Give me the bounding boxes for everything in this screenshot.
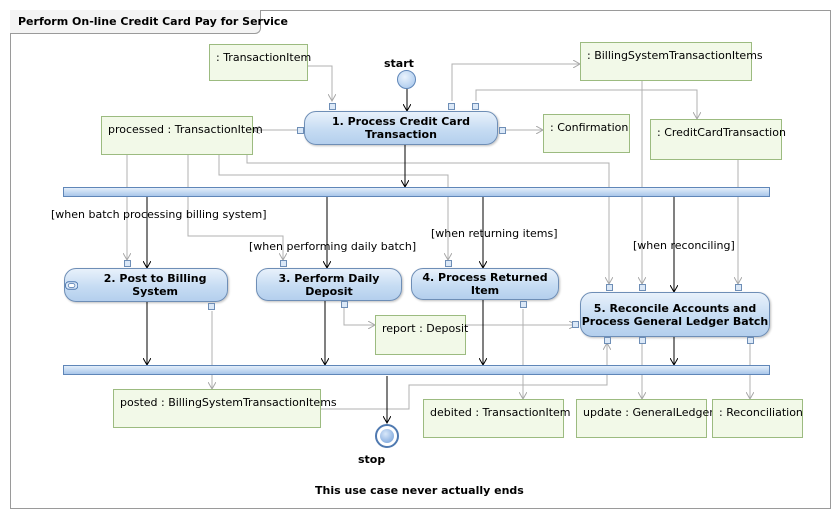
action-label: 1. Process Credit Card Transaction	[331, 115, 471, 141]
output-pin[interactable]	[747, 337, 754, 344]
action-perform-daily-deposit[interactable]: 3. Perform Daily Deposit	[256, 268, 402, 301]
object-label: : TransactionItem	[216, 51, 312, 64]
input-pin[interactable]	[606, 284, 613, 291]
object-flow	[218, 155, 448, 260]
subactivity-icon	[65, 280, 79, 290]
output-pin[interactable]	[520, 301, 527, 308]
input-pin[interactable]	[604, 337, 611, 344]
object-credit-card-transaction[interactable]: : CreditCardTransaction	[650, 119, 786, 160]
diagram-title: Perform On-line Credit Card Pay for Serv…	[18, 15, 288, 28]
guard-reconciling: [when reconciling]	[633, 239, 735, 252]
output-pin[interactable]	[639, 337, 646, 344]
stop-label: stop	[358, 453, 386, 466]
object-label: : BillingSystemTransactionItems	[587, 49, 763, 62]
join-bar[interactable]	[63, 365, 770, 375]
output-pin[interactable]	[499, 127, 506, 134]
object-confirmation[interactable]: : Confirmation	[543, 114, 630, 153]
action-label-line-1: 5. Reconcile Accounts and	[593, 301, 757, 315]
fork-bar[interactable]	[63, 187, 770, 197]
diagram-title-tab[interactable]: Perform On-line Credit Card Pay for Serv…	[10, 10, 288, 34]
object-label: debited : TransactionItem	[430, 406, 571, 419]
input-pin[interactable]	[280, 260, 287, 267]
output-pin[interactable]	[341, 301, 348, 308]
object-flow	[307, 65, 332, 101]
input-pin[interactable]	[639, 284, 646, 291]
final-node-core	[380, 429, 394, 443]
action-label: 4. Process Returned Item	[422, 271, 548, 297]
action-process-returned-item[interactable]: 4. Process Returned Item	[411, 268, 559, 300]
object-flow	[475, 89, 697, 119]
guard-batch-processing: [when batch processing billing system]	[51, 208, 267, 221]
object-debited-transaction-item[interactable]: debited : TransactionItem	[423, 399, 571, 438]
input-pin[interactable]	[124, 260, 131, 267]
input-pin[interactable]	[735, 284, 742, 291]
input-pin[interactable]	[472, 103, 479, 110]
object-label: : Confirmation	[550, 121, 629, 134]
guard-returning-items: [when returning items]	[431, 227, 558, 240]
action-process-credit-card[interactable]: 1. Process Credit Card Transaction	[304, 111, 498, 145]
guard-daily-batch: [when performing daily batch]	[249, 240, 417, 253]
object-label: report : Deposit	[382, 322, 469, 335]
object-report-deposit[interactable]: report : Deposit	[375, 315, 469, 355]
object-reconciliation[interactable]: : Reconciliation	[712, 399, 803, 438]
input-pin[interactable]	[329, 103, 336, 110]
object-label: update : GeneralLedger	[583, 406, 714, 419]
initial-node[interactable]	[397, 70, 416, 89]
output-pin[interactable]	[208, 303, 215, 310]
object-update-general-ledger[interactable]: update : GeneralLedger	[576, 399, 714, 438]
diagram-note: This use case never actually ends	[315, 484, 524, 497]
start-label: start	[384, 57, 414, 70]
action-label: 3. Perform Daily Deposit	[278, 271, 380, 298]
object-posted-billing-items[interactable]: posted : BillingSystemTransactionItems	[113, 389, 337, 428]
object-flow	[451, 64, 580, 101]
object-flow	[343, 301, 375, 325]
object-processed-transaction-item[interactable]: processed : TransactionItem	[101, 116, 263, 155]
input-pin[interactable]	[448, 103, 455, 110]
object-label: processed : TransactionItem	[108, 123, 263, 136]
final-node[interactable]	[375, 424, 399, 448]
object-billing-system-items[interactable]: : BillingSystemTransactionItems	[580, 42, 763, 81]
object-transaction-item[interactable]: : TransactionItem	[209, 44, 312, 81]
input-pin[interactable]	[572, 321, 579, 328]
action-label-line-2: Process General Ledger Batch	[581, 314, 769, 328]
action-reconcile-accounts[interactable]: 5. Reconcile Accounts and Process Genera…	[580, 292, 770, 337]
object-label: : CreditCardTransaction	[657, 126, 786, 139]
action-post-to-billing[interactable]: 2. Post to Billing System	[64, 268, 228, 302]
action-label: 2. Post to Billing System	[103, 272, 207, 298]
object-flow	[246, 155, 609, 284]
output-pin[interactable]	[297, 127, 304, 134]
object-label: posted : BillingSystemTransactionItems	[120, 396, 337, 409]
input-pin[interactable]	[445, 260, 452, 267]
object-label: : Reconciliation	[719, 406, 803, 419]
